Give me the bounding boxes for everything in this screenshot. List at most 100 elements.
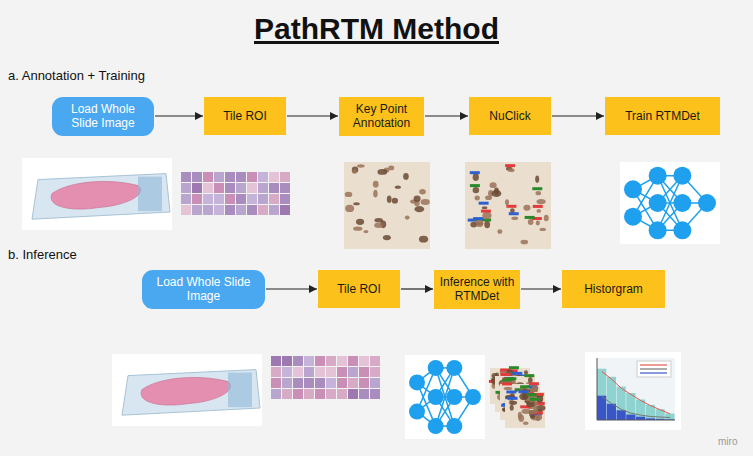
nucleus bbox=[473, 187, 480, 193]
nucleus bbox=[345, 205, 354, 212]
image-panel bbox=[112, 354, 262, 426]
tile bbox=[337, 356, 347, 366]
tile bbox=[269, 172, 279, 182]
nucleus bbox=[523, 205, 530, 211]
tile bbox=[236, 172, 246, 182]
tile bbox=[348, 367, 358, 377]
nucleus bbox=[356, 219, 364, 225]
annotation-mark bbox=[505, 164, 515, 167]
box-text: Tile ROI bbox=[337, 282, 381, 296]
network-neuron bbox=[428, 418, 444, 434]
box-text: Historgram bbox=[584, 282, 643, 296]
axis bbox=[597, 420, 675, 421]
diagram-title: PathRTM Method bbox=[0, 12, 753, 46]
annotation-mark bbox=[509, 366, 519, 369]
tile bbox=[315, 389, 325, 399]
tile bbox=[236, 183, 246, 193]
tile bbox=[225, 194, 235, 204]
tile bbox=[370, 389, 380, 399]
axis bbox=[597, 358, 598, 420]
tile bbox=[359, 367, 369, 377]
tile bbox=[348, 389, 358, 399]
nucleus bbox=[414, 196, 421, 203]
annotation-mark bbox=[520, 385, 530, 388]
nucleus bbox=[373, 190, 377, 198]
tile bbox=[271, 367, 281, 377]
network-neuron bbox=[624, 180, 642, 198]
slide-label bbox=[228, 373, 252, 408]
process-box: Historgram bbox=[562, 270, 665, 308]
tile bbox=[192, 172, 202, 182]
histogram-chart bbox=[585, 352, 681, 430]
annotation-mark bbox=[525, 216, 535, 219]
tile bbox=[282, 356, 292, 366]
tile bbox=[214, 183, 224, 193]
nucleus bbox=[518, 414, 524, 422]
process-box: Train RTMDet bbox=[605, 97, 720, 135]
process-box: Inference with RTMDet bbox=[434, 270, 520, 309]
tile bbox=[280, 172, 290, 182]
annotation-mark bbox=[473, 217, 483, 220]
image-panel bbox=[22, 158, 172, 230]
tile bbox=[203, 205, 213, 215]
nucleus bbox=[523, 421, 529, 425]
annotation-mark bbox=[473, 218, 483, 221]
box-text: Inference with RTMDet bbox=[439, 275, 515, 304]
tissue-section bbox=[51, 181, 140, 209]
nucleus bbox=[520, 240, 528, 245]
tile bbox=[258, 183, 268, 193]
tile-grid bbox=[181, 172, 290, 215]
flow-arrow bbox=[521, 288, 561, 289]
nucleus bbox=[528, 219, 534, 225]
tile bbox=[271, 378, 281, 388]
tile bbox=[225, 172, 235, 182]
box-text: Load Whole Slide Image bbox=[57, 102, 149, 131]
nucleus bbox=[536, 209, 541, 213]
nucleus bbox=[508, 168, 515, 172]
nucleus bbox=[363, 230, 368, 233]
microscopy-patch bbox=[505, 390, 546, 428]
flow-arrow bbox=[287, 115, 338, 116]
tile bbox=[271, 389, 281, 399]
annotation-mark bbox=[524, 374, 534, 377]
nucleus bbox=[374, 223, 383, 229]
nucleus bbox=[414, 206, 424, 212]
network-neuron bbox=[649, 221, 667, 239]
histogram-bar bbox=[626, 415, 635, 420]
process-box: NuClick bbox=[469, 97, 551, 135]
tile bbox=[280, 183, 290, 193]
tile bbox=[337, 389, 347, 399]
neural-network bbox=[405, 355, 485, 439]
annotation-mark bbox=[509, 212, 519, 215]
tile bbox=[315, 356, 325, 366]
section-label: b. Inference bbox=[8, 247, 77, 262]
tile bbox=[282, 378, 292, 388]
tile bbox=[348, 356, 358, 366]
nucleus bbox=[524, 370, 528, 374]
watermark: miro bbox=[718, 436, 737, 447]
trend-line bbox=[602, 396, 670, 417]
tile bbox=[370, 356, 380, 366]
tile bbox=[359, 356, 369, 366]
tile bbox=[203, 194, 213, 204]
nucleus bbox=[540, 228, 546, 231]
nucleus bbox=[522, 393, 527, 400]
histogram-bar bbox=[617, 410, 626, 420]
histogram-bar bbox=[617, 387, 626, 420]
tile bbox=[269, 183, 279, 193]
network-neuron bbox=[428, 389, 444, 405]
tile bbox=[203, 183, 213, 193]
nucleus bbox=[490, 182, 497, 188]
nucleus bbox=[534, 401, 538, 406]
process-box: Tile ROI bbox=[204, 97, 286, 135]
tile-grid bbox=[271, 356, 380, 399]
network-neuron bbox=[673, 221, 691, 239]
chart-legend-box bbox=[637, 361, 671, 377]
nucleus bbox=[476, 219, 484, 227]
tile bbox=[214, 205, 224, 215]
nucleus bbox=[511, 216, 518, 219]
glass-slide bbox=[122, 370, 260, 416]
histogram-bar bbox=[665, 414, 674, 420]
annotation-mark bbox=[512, 372, 522, 375]
slide-label bbox=[138, 177, 162, 212]
